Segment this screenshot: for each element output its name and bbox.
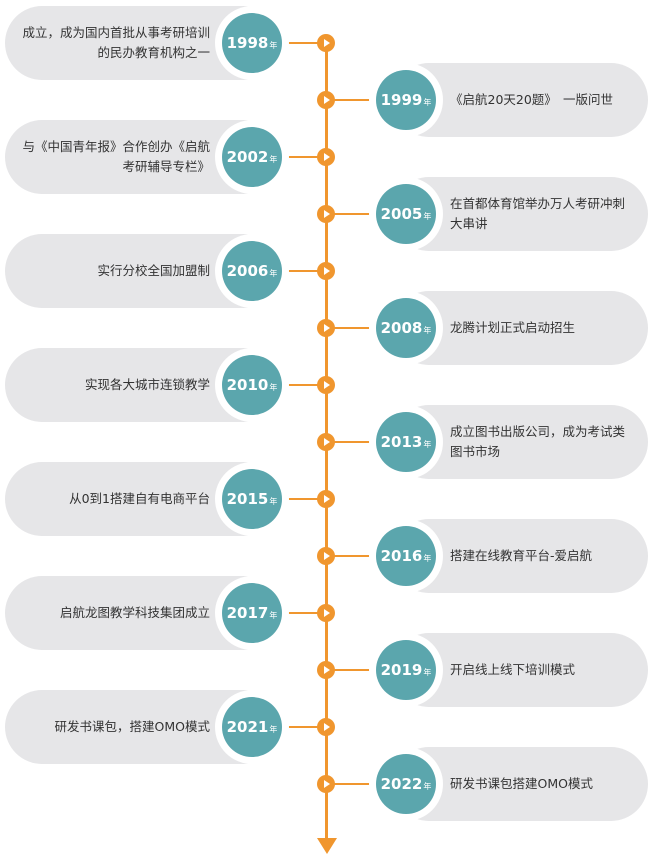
year-suffix: 年 [269, 382, 278, 392]
year-label: 2015 [226, 490, 269, 508]
event-description: 启航龙图教学科技集团成立 [59, 605, 210, 620]
year-label: 2010 [226, 376, 269, 394]
play-dot-icon [317, 319, 335, 337]
play-dot-icon [317, 34, 335, 52]
year-suffix: 年 [423, 97, 432, 107]
event-description: 在首都体育馆举办万人考研冲刺大串讲 [450, 196, 626, 231]
event-description: 实行分校全国加盟制 [97, 263, 210, 278]
year-suffix: 年 [423, 211, 432, 221]
year-label: 2006 [226, 262, 269, 280]
year-suffix: 年 [423, 553, 432, 563]
play-dot-icon [317, 604, 335, 622]
play-dot-icon [317, 433, 335, 451]
event-description: 成立图书出版公司，成为考试类图书市场 [450, 424, 626, 459]
connector-line [282, 498, 326, 500]
connector-line [328, 441, 376, 443]
timeline-arrow-down-icon [317, 838, 337, 854]
play-dot-icon [317, 262, 335, 280]
play-dot-icon [317, 547, 335, 565]
event-description: 研发书课包，搭建OMO模式 [54, 719, 210, 734]
connector-line [282, 612, 326, 614]
year-label: 2002 [226, 148, 269, 166]
year-suffix: 年 [269, 40, 278, 50]
event-description: 与《中国青年报》合作创办《启航考研辅导专栏》 [22, 139, 210, 174]
event-description: 《启航20天20题》 一版问世 [450, 92, 614, 107]
connector-line [328, 213, 376, 215]
event-description: 开启线上线下培训模式 [450, 662, 576, 677]
connector-line [282, 270, 326, 272]
year-label: 2022 [380, 775, 423, 793]
play-dot-icon [317, 661, 335, 679]
year-suffix: 年 [269, 154, 278, 164]
year-label: 2016 [380, 547, 423, 565]
event-description: 搭建在线教育平台-爱启航 [450, 548, 593, 563]
connector-line [282, 156, 326, 158]
connector-line [328, 783, 376, 785]
connector-line [282, 42, 326, 44]
play-dot-icon [317, 376, 335, 394]
year-label: 2008 [380, 319, 423, 337]
year-label: 2005 [380, 205, 423, 223]
year-label: 2017 [226, 604, 269, 622]
year-label: 2021 [226, 718, 269, 736]
event-description: 从0到1搭建自有电商平台 [69, 491, 210, 506]
event-description: 实现各大城市连锁教学 [84, 377, 210, 392]
event-description: 成立，成为国内首批从事考研培训的民办教育机构之一 [22, 25, 210, 60]
play-dot-icon [317, 91, 335, 109]
play-dot-icon [317, 148, 335, 166]
year-suffix: 年 [269, 268, 278, 278]
play-dot-icon [317, 775, 335, 793]
year-suffix: 年 [269, 496, 278, 506]
connector-line [328, 555, 376, 557]
connector-line [328, 669, 376, 671]
year-label: 2013 [380, 433, 423, 451]
year-label: 1998 [226, 34, 269, 52]
play-dot-icon [317, 490, 335, 508]
connector-line [328, 99, 376, 101]
connector-line [328, 327, 376, 329]
event-description: 龙腾计划正式启动招生 [450, 320, 576, 335]
year-suffix: 年 [269, 610, 278, 620]
year-label: 1999 [380, 91, 423, 109]
event-description: 研发书课包搭建OMO模式 [450, 776, 593, 791]
play-dot-icon [317, 718, 335, 736]
year-suffix: 年 [423, 439, 432, 449]
play-dot-icon [317, 205, 335, 223]
year-suffix: 年 [423, 781, 432, 791]
connector-line [282, 726, 326, 728]
year-suffix: 年 [269, 724, 278, 734]
year-suffix: 年 [423, 325, 432, 335]
year-suffix: 年 [423, 667, 432, 677]
year-label: 2019 [380, 661, 423, 679]
connector-line [282, 384, 326, 386]
